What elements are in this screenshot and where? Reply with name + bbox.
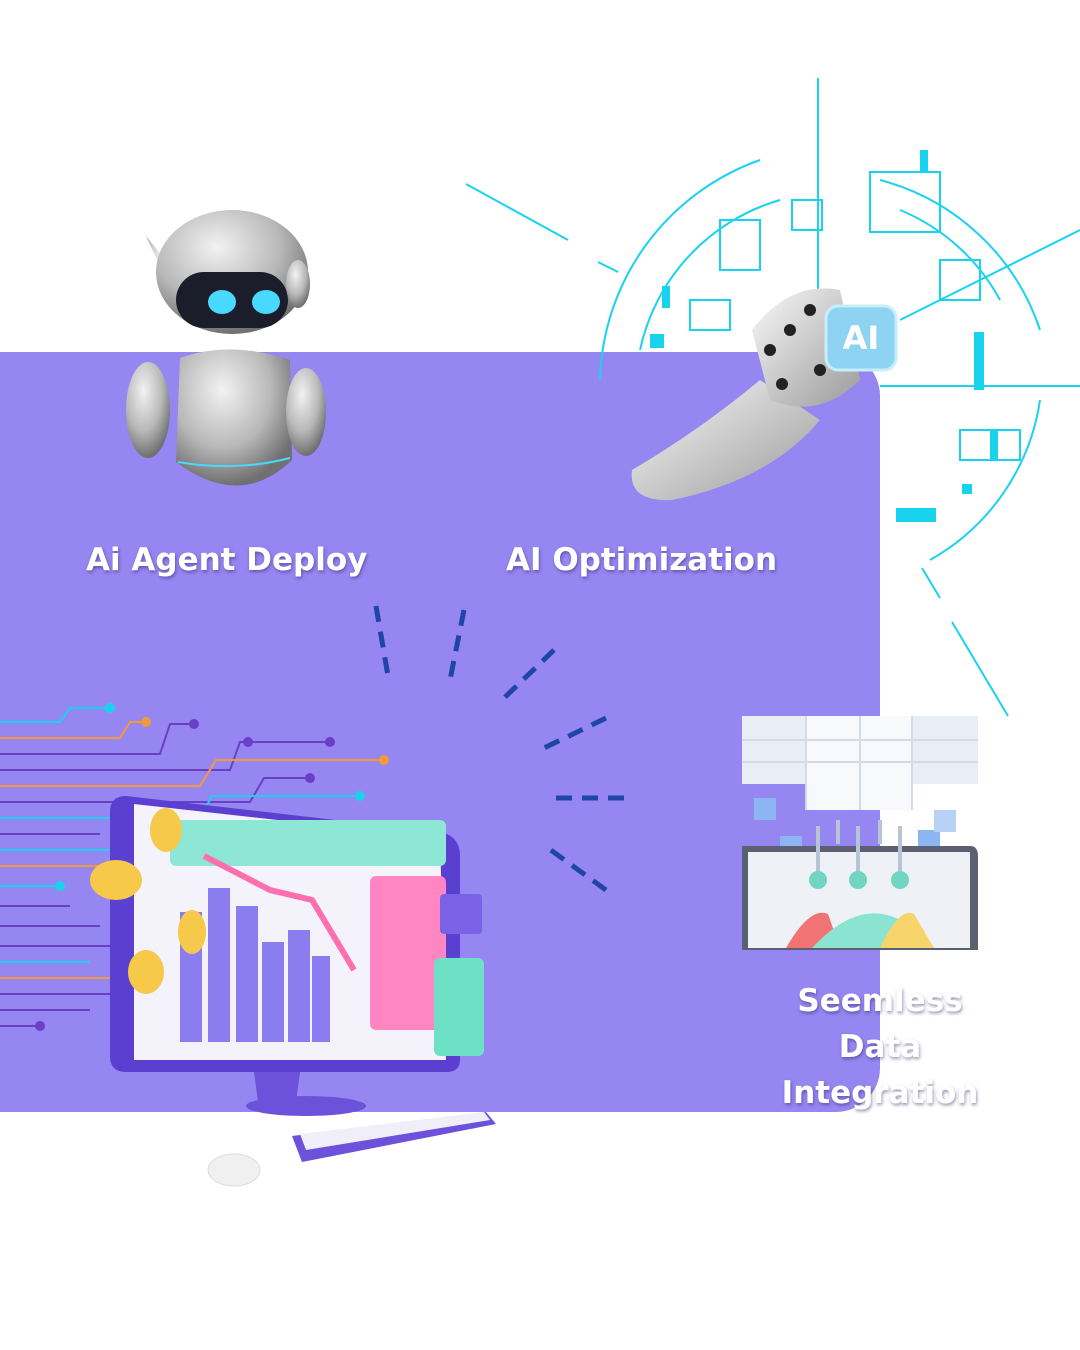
- data-integration-label: Seemless Data Integration: [760, 978, 1000, 1116]
- ai-optimization-label: AI Optimization: [506, 542, 778, 578]
- ai-agent-deploy-label: Ai Agent Deploy: [86, 542, 368, 578]
- data-integration-label-line1: Seemless Data: [797, 983, 963, 1065]
- ai-chip-text: AI: [842, 319, 880, 357]
- data-integration-label-line2: Integration: [781, 1075, 979, 1111]
